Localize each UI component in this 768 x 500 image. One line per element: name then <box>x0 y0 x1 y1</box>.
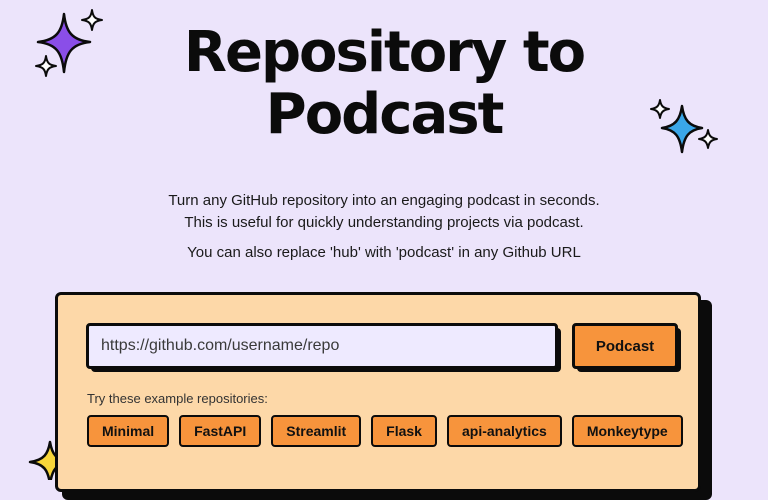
repo-form-card: Podcast Try these example repositories: … <box>55 292 701 492</box>
description-line-1: Turn any GitHub repository into an engag… <box>168 192 600 209</box>
sparkle-blue-icon <box>650 99 718 154</box>
example-repos-list: Minimal FastAPI Streamlit Flask api-anal… <box>87 415 683 447</box>
examples-label: Try these example repositories: <box>87 391 268 406</box>
podcast-button[interactable]: Podcast <box>572 323 678 369</box>
example-repo-fastapi[interactable]: FastAPI <box>179 415 262 447</box>
description-hint: You can also replace 'hub' with 'podcast… <box>187 244 581 261</box>
example-repo-flask[interactable]: Flask <box>371 415 437 447</box>
example-repo-streamlit[interactable]: Streamlit <box>271 415 362 447</box>
page-title-line-1: Repository to <box>183 20 586 85</box>
repo-url-input[interactable] <box>86 323 558 369</box>
page-title: Repository to Podcast <box>0 22 768 146</box>
description-line-2: This is useful for quickly understanding… <box>184 214 584 231</box>
example-repo-minimal[interactable]: Minimal <box>87 415 170 447</box>
page-title-line-2: Podcast <box>265 82 505 147</box>
sparkle-purple-icon <box>35 9 103 77</box>
example-repo-monkeytype[interactable]: Monkeytype <box>571 415 683 447</box>
example-repo-api-analytics[interactable]: api-analytics <box>446 415 562 447</box>
